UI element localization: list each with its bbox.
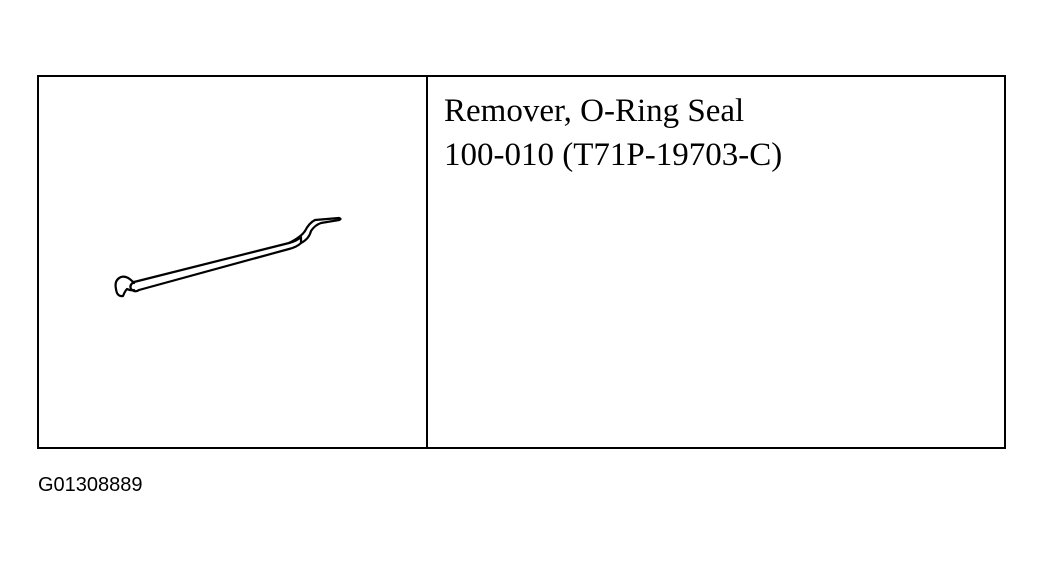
- tool-table: Remover, O-Ring Seal 100-010 (T71P-19703…: [37, 75, 1006, 449]
- tool-illustration-cell: [39, 77, 426, 447]
- tool-description-cell: Remover, O-Ring Seal 100-010 (T71P-19703…: [444, 89, 782, 177]
- tool-part-number: 100-010 (T71P-19703-C): [444, 137, 783, 173]
- o-ring-remover-tool-icon: [114, 216, 342, 298]
- tool-name: Remover, O-Ring Seal: [444, 93, 745, 129]
- figure-id: G01308889: [38, 474, 143, 496]
- column-divider: [426, 77, 428, 447]
